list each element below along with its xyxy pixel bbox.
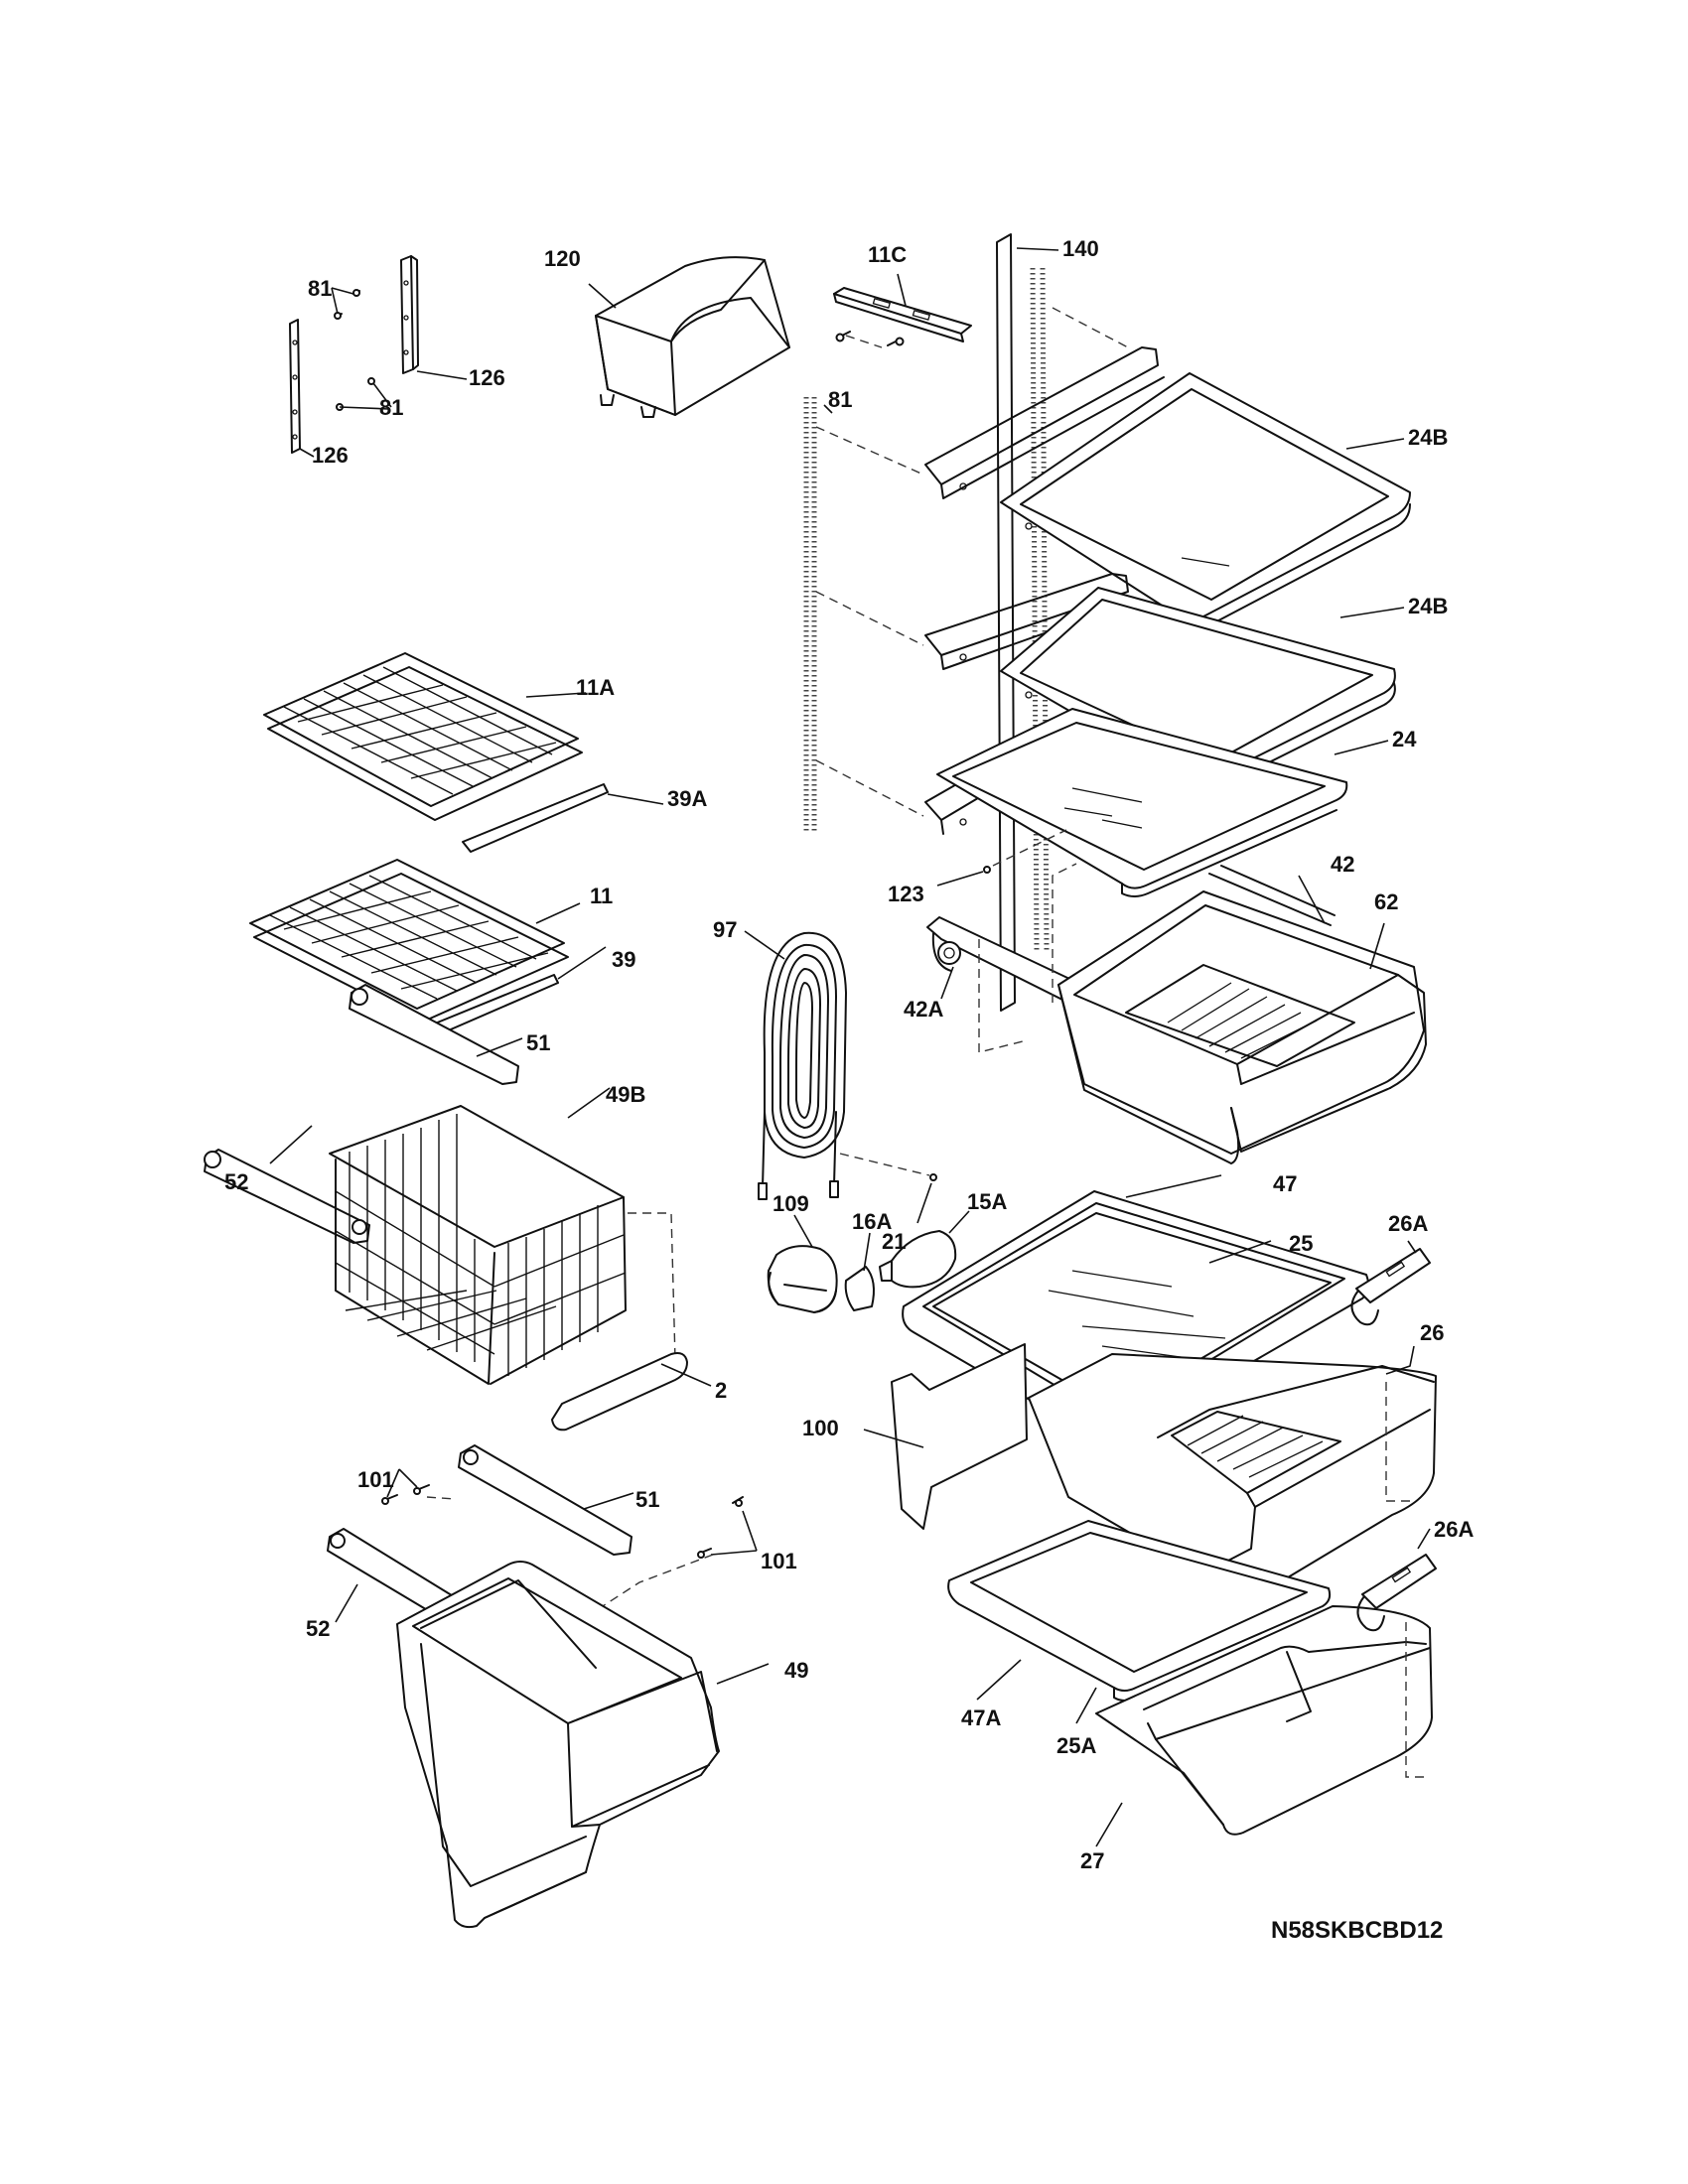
callout-126: 126 (312, 443, 349, 468)
callout-24b: 24B (1408, 425, 1448, 450)
bracket-126-right (400, 255, 419, 374)
callout-21: 21 (882, 1229, 906, 1254)
callout-24b: 24B (1408, 594, 1448, 618)
screw-81-top-left (334, 289, 360, 320)
wire-basket-49b (329, 1105, 627, 1385)
callout-25: 25 (1289, 1231, 1313, 1256)
callout-11c: 11C (868, 242, 907, 267)
callout-26a: 26A (1388, 1211, 1428, 1236)
callout-26: 26 (1420, 1320, 1444, 1345)
bin-120 (595, 256, 790, 418)
callout-42a: 42A (904, 997, 943, 1022)
crisper-pan-27 (1095, 1605, 1433, 1836)
callout-123: 123 (888, 882, 924, 906)
screw-21 (929, 1173, 937, 1181)
callout-49: 49 (784, 1658, 808, 1683)
screw-81-rail (835, 331, 905, 346)
screw-101-left (381, 1484, 430, 1505)
callout-11a: 11A (576, 675, 615, 700)
callout-81: 81 (308, 276, 332, 301)
slide-26a-upper (1350, 1248, 1431, 1326)
callout-101: 101 (357, 1467, 394, 1492)
callout-140: 140 (1062, 236, 1099, 261)
callout-49b: 49B (606, 1082, 645, 1107)
callout-26a: 26A (1434, 1517, 1474, 1542)
callout-62: 62 (1374, 889, 1398, 914)
callout-39a: 39A (667, 786, 707, 811)
callout-52: 52 (224, 1169, 248, 1194)
callout-97: 97 (713, 917, 737, 942)
crisper-pan-62 (1057, 890, 1427, 1164)
water-tube-coil-97 (758, 931, 847, 1200)
callout-42: 42 (1331, 852, 1354, 877)
callout-51: 51 (526, 1030, 550, 1055)
callout-109: 109 (773, 1191, 809, 1216)
socket-16a (844, 1266, 875, 1311)
callout-120: 120 (544, 246, 581, 271)
callout-27: 27 (1080, 1848, 1104, 1873)
screw-123 (983, 866, 991, 874)
wire-shelf-11a (263, 652, 583, 821)
callout-15a: 15A (967, 1189, 1007, 1214)
basket-49 (396, 1561, 720, 1929)
bracket-126-left (289, 319, 301, 454)
callout-81: 81 (379, 395, 403, 420)
bracket-100 (891, 1343, 1028, 1530)
callout-16a: 16A (852, 1209, 892, 1234)
screw-101-right (697, 1496, 744, 1559)
rail-81-left-dotted (803, 397, 817, 832)
callout-126: 126 (469, 365, 505, 390)
basket-trim-2 (551, 1352, 688, 1432)
crisper-cover-25a (947, 1520, 1332, 1702)
rail-11c (833, 287, 972, 342)
callout-39: 39 (612, 947, 635, 972)
callout-24: 24 (1392, 727, 1417, 751)
callout-81: 81 (828, 387, 852, 412)
callout-25a: 25A (1056, 1733, 1096, 1758)
callout-100: 100 (802, 1416, 839, 1440)
callout-47a: 47A (961, 1706, 1001, 1730)
light-housing-109 (767, 1245, 838, 1313)
basket-support-51-upper (349, 984, 519, 1085)
callout-101: 101 (761, 1549, 797, 1573)
glass-shelf-24 (924, 708, 1348, 897)
callout-11: 11 (590, 884, 613, 908)
bulb-15a (879, 1230, 957, 1289)
basket-support-51-lower (458, 1444, 633, 1556)
screw-81-mid-left (336, 377, 375, 411)
callout-51: 51 (635, 1487, 659, 1512)
callout-47: 47 (1273, 1171, 1297, 1196)
callout-52: 52 (306, 1616, 330, 1641)
model-code: N58SKBCBD12 (1271, 1917, 1443, 1944)
slide-26a-lower (1356, 1554, 1437, 1632)
callout-2: 2 (715, 1378, 727, 1403)
shelf-trim-39a (462, 783, 609, 853)
